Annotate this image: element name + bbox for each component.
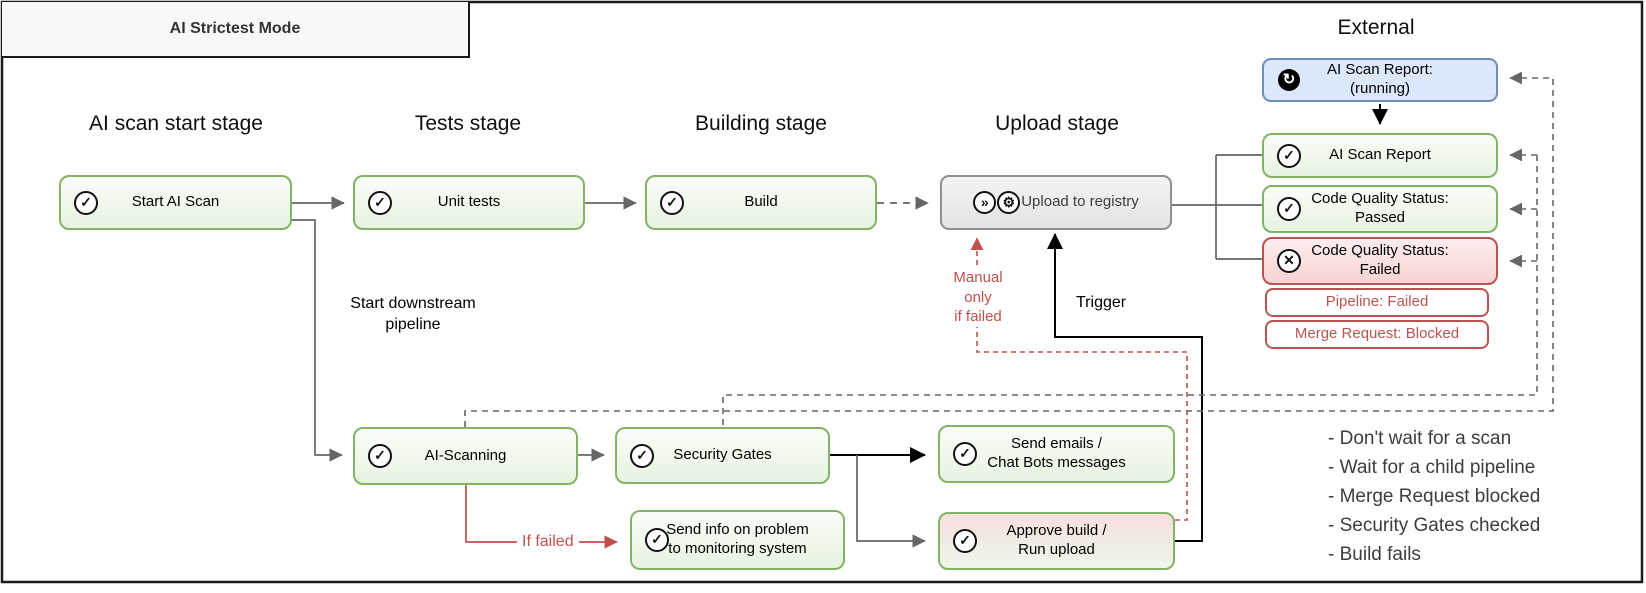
stage-header-building: Building stage — [695, 112, 827, 135]
node-label: Security Gates — [673, 446, 772, 464]
node-security-gates: ✓ Security Gates — [615, 427, 830, 484]
edge-gates-to-statuses-route — [722, 155, 1538, 425]
check-circle-icon: ✓ — [368, 190, 392, 215]
edge-security-gates-to-approve-build — [856, 455, 926, 548]
edge-label-manual-only-if-failed: Manual only if failed — [938, 268, 1018, 327]
check-circle-icon: ✓ — [1277, 197, 1301, 221]
edge-upload-to-external-reports — [1172, 154, 1262, 260]
check-circle-icon: ✓ — [645, 528, 669, 552]
edge-scanning-to-running-report — [464, 71, 1554, 427]
stage-header-tests: Tests stage — [414, 112, 522, 135]
node-label: Send info on problem to monitoring syste… — [666, 521, 809, 557]
node-send-emails: ✓ Send emails / Chat Bots messages — [938, 425, 1175, 483]
running-icon: ↻ — [1278, 69, 1300, 91]
edge-label-if-failed: If failed — [517, 532, 579, 553]
node-code-quality-passed: ✓ Code Quality Status: Passed — [1262, 185, 1498, 233]
node-label: Code Quality Status: Failed — [1311, 242, 1449, 278]
node-build: ✓ Build — [645, 175, 877, 230]
skip-forward-icon: » — [973, 191, 997, 214]
node-send-info-monitoring: ✓ Send info on problem to monitoring sys… — [630, 510, 845, 570]
diagram-title-label: AI Strictest Mode — [169, 20, 301, 37]
node-label: Code Quality Status: Passed — [1311, 190, 1449, 226]
node-pipeline-failed: Pipeline: Failed — [1265, 288, 1489, 317]
check-circle-icon: ✓ — [74, 190, 98, 215]
node-code-quality-failed: ✕ Code Quality Status: Failed — [1262, 237, 1498, 285]
check-circle-icon: ✓ — [953, 442, 977, 466]
node-label: Upload to registry — [1021, 193, 1139, 211]
edge-approve-trigger-upload — [1047, 233, 1203, 542]
cross-circle-icon: ✕ — [1277, 249, 1301, 273]
stage-header-external: External — [1337, 16, 1415, 39]
node-merge-request-blocked: Merge Request: Blocked — [1265, 320, 1489, 349]
node-approve-build: ✓ Approve build / Run upload — [938, 512, 1175, 570]
edge-label-start-downstream: Start downstream pipeline — [350, 295, 476, 333]
stage-header-upload: Upload stage — [995, 112, 1119, 135]
check-circle-icon: ✓ — [660, 190, 684, 215]
node-label: Start AI Scan — [131, 193, 220, 211]
node-ai-scan-report: ✓ AI Scan Report — [1262, 133, 1498, 178]
node-ai-scanning: ✓ AI-Scanning — [353, 427, 578, 485]
check-circle-icon: ✓ — [1277, 143, 1301, 168]
diagram-title: AI Strictest Mode — [2, 2, 470, 58]
edge-label-trigger: Trigger — [1072, 293, 1131, 314]
node-label: Send emails / Chat Bots messages — [987, 435, 1126, 471]
node-label: AI Scan Report — [1329, 146, 1431, 164]
notes-list: - Don't wait for a scan - Wait for a chi… — [1328, 428, 1541, 565]
node-label: Unit tests — [437, 193, 501, 211]
check-circle-icon: ✓ — [953, 529, 977, 553]
node-start-ai-scan: ✓ Start AI Scan — [59, 175, 292, 230]
node-label: Approve build / Run upload — [1006, 522, 1107, 558]
node-label: Pipeline: Failed — [1325, 293, 1429, 311]
node-label: AI Scan Report: (running) — [1327, 61, 1433, 97]
node-label: AI-Scanning — [424, 446, 507, 464]
node-label: Build — [744, 193, 778, 211]
gear-icon: ⚙ — [997, 191, 1021, 214]
node-ai-scan-report-running: ↻ AI Scan Report: (running) — [1262, 58, 1498, 102]
node-upload-to-registry: » ⚙ Upload to registry — [940, 175, 1172, 230]
check-circle-icon: ✓ — [630, 443, 654, 468]
check-circle-icon: ✓ — [368, 444, 392, 468]
stage-header-ai-scan: AI scan start stage — [89, 112, 263, 135]
edge-start-downstream-to-ai-scanning — [292, 219, 343, 462]
node-label: Merge Request: Blocked — [1294, 325, 1460, 343]
node-unit-tests: ✓ Unit tests — [353, 175, 585, 230]
